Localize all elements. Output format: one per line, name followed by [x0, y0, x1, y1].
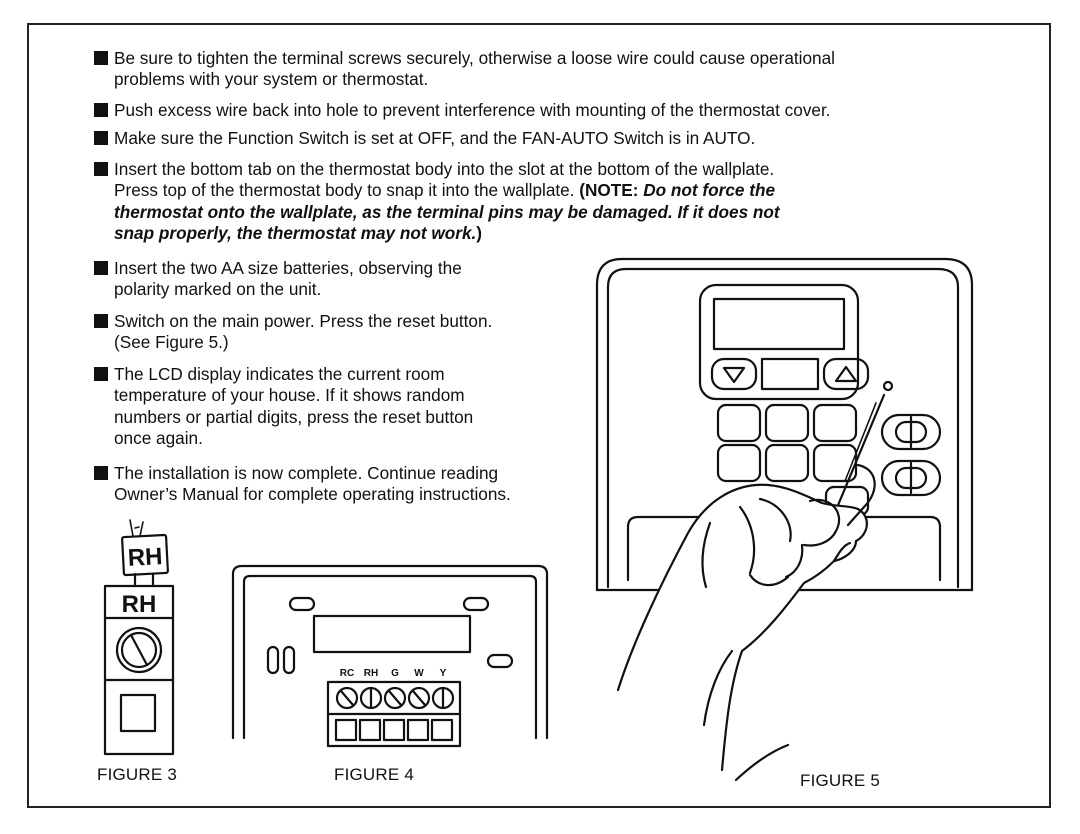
terminal-screw-icon [115, 626, 163, 674]
display-housing [698, 283, 860, 401]
terminal-block [326, 680, 462, 748]
wire-tag-label: RH [127, 543, 163, 572]
instruction-bullet-7: The LCD display indicates the current ro… [94, 364, 473, 450]
bullet-line: Owner’s Manual for complete operating in… [114, 484, 511, 505]
reset-probe [834, 393, 886, 512]
terminal-label-rh: RH [364, 668, 378, 679]
mounting-slot-icon [486, 653, 514, 669]
sleeve-line [734, 743, 790, 782]
bullet-line: Make sure the Function Switch is set at … [114, 128, 756, 148]
mounting-hole-icon [282, 645, 296, 675]
down-arrow-button [710, 357, 758, 391]
center-button [760, 357, 820, 391]
instruction-bullet-2: Push excess wire back into hole to preve… [94, 100, 831, 121]
figure-4-caption: FIGURE 4 [334, 765, 415, 784]
terminal-label-w: W [414, 668, 424, 679]
bullet-line: Switch on the main power. Press the rese… [114, 311, 493, 331]
terminal-screw-icon [431, 686, 455, 710]
bullet-square-icon [94, 261, 108, 275]
bullet-line: Push excess wire back into hole to preve… [114, 100, 831, 120]
lcd-display [712, 297, 846, 351]
figure-5-caption: FIGURE 5 [800, 771, 881, 790]
terminal-label-g: G [391, 668, 399, 679]
terminal-label-rc: RC [340, 668, 354, 679]
bullet-square-icon [94, 314, 108, 328]
bullet-line: Press top of the thermostat body to snap… [114, 180, 580, 201]
bullet-line: numbers or partial digits, press the res… [114, 406, 474, 427]
note-open: (NOTE: [579, 180, 644, 201]
note-italic: Do not force the [643, 180, 776, 201]
bullet-square-icon [94, 367, 108, 381]
instruction-bullet-1: Be sure to tighten the terminal screws s… [94, 48, 835, 91]
bullet-line: once again. [114, 428, 203, 449]
slide-switch-icon [880, 413, 942, 451]
bullet-line: Insert the two AA size batteries, observ… [114, 258, 462, 278]
bullet-line: Be sure to tighten the terminal screws s… [114, 48, 835, 68]
bullet-square-icon [94, 162, 108, 176]
bullet-line: The installation is now complete. Contin… [114, 463, 499, 483]
terminal-screw-icon [359, 686, 383, 710]
mounting-slot-icon [462, 596, 490, 612]
wire-tag-icon: RH [121, 519, 169, 590]
mounting-hole-icon [266, 645, 280, 675]
terminal-screw-icon [407, 686, 431, 710]
instruction-bullet-8: The installation is now complete. Contin… [94, 463, 511, 506]
bullet-square-icon [94, 103, 108, 117]
note-italic: snap properly, the thermostat may not wo… [114, 223, 477, 244]
hand-illustration [616, 463, 876, 772]
instruction-bullet-4: Insert the bottom tab on the thermostat … [94, 159, 780, 245]
wire-opening [312, 614, 472, 654]
figure-3-caption: FIGURE 3 [97, 765, 178, 784]
page-frame [27, 23, 1051, 808]
bullet-line: temperature of your house. If it shows r… [114, 385, 465, 406]
bullet-line: (See Figure 5.) [114, 332, 229, 353]
terminal-label: RH [122, 591, 157, 618]
mounting-slot-icon [288, 596, 316, 612]
bullet-line: polarity marked on the unit. [114, 279, 322, 300]
figure-5-thermostat-illustration [595, 257, 974, 782]
bullet-line: Insert the bottom tab on the thermostat … [114, 159, 775, 179]
up-arrow-button [822, 357, 870, 391]
figure-3-terminal-illustration: RH RH [103, 519, 175, 756]
instruction-bullet-5: Insert the two AA size batteries, observ… [94, 258, 462, 301]
terminal-screw-icon [383, 686, 407, 710]
terminal-screw-icon [335, 686, 359, 710]
bullet-square-icon [94, 466, 108, 480]
note-italic: thermostat onto the wallplate, as the te… [114, 201, 780, 222]
instruction-bullet-3: Make sure the Function Switch is set at … [94, 128, 755, 149]
bullet-square-icon [94, 131, 108, 145]
figure-4-wallplate-illustration: RC RH G W Y [231, 564, 549, 748]
slide-switch-icon [880, 459, 942, 497]
instruction-bullet-6: Switch on the main power. Press the rese… [94, 311, 492, 354]
bullet-square-icon [94, 51, 108, 65]
bullet-line: The LCD display indicates the current ro… [114, 364, 445, 384]
note-close: ) [476, 223, 483, 244]
terminal-label-y: Y [440, 668, 447, 679]
reset-button-hole [882, 380, 894, 392]
bullet-line: problems with your system or thermostat. [114, 69, 429, 90]
